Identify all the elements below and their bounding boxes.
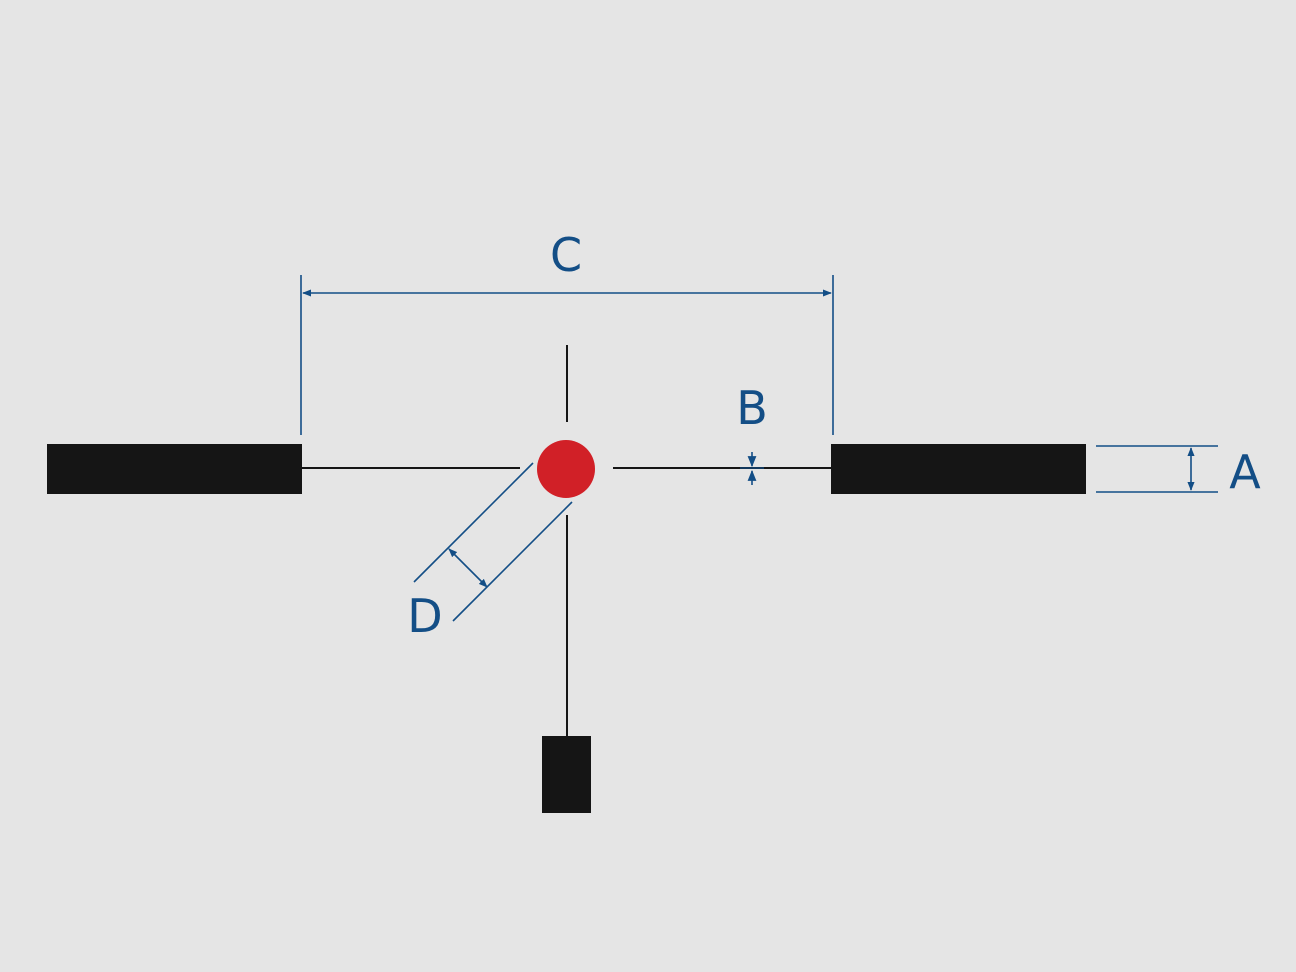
dimension-d: D: [407, 462, 573, 643]
label-c: C: [550, 228, 582, 282]
label-d: D: [407, 589, 442, 643]
d-dimension-arrow: [448, 548, 488, 588]
right-thick-post: [831, 444, 1086, 494]
center-red-dot: [537, 440, 595, 498]
d-extension-upper: [413, 462, 534, 583]
label-a: A: [1229, 445, 1261, 499]
reticle: [47, 345, 1086, 813]
label-b: B: [736, 381, 768, 435]
left-thick-post: [47, 444, 302, 494]
dimension-b: B: [736, 381, 768, 485]
dimension-c: C: [300, 228, 834, 435]
dimension-a: A: [1096, 445, 1261, 499]
d-extension-lower: [452, 501, 573, 622]
